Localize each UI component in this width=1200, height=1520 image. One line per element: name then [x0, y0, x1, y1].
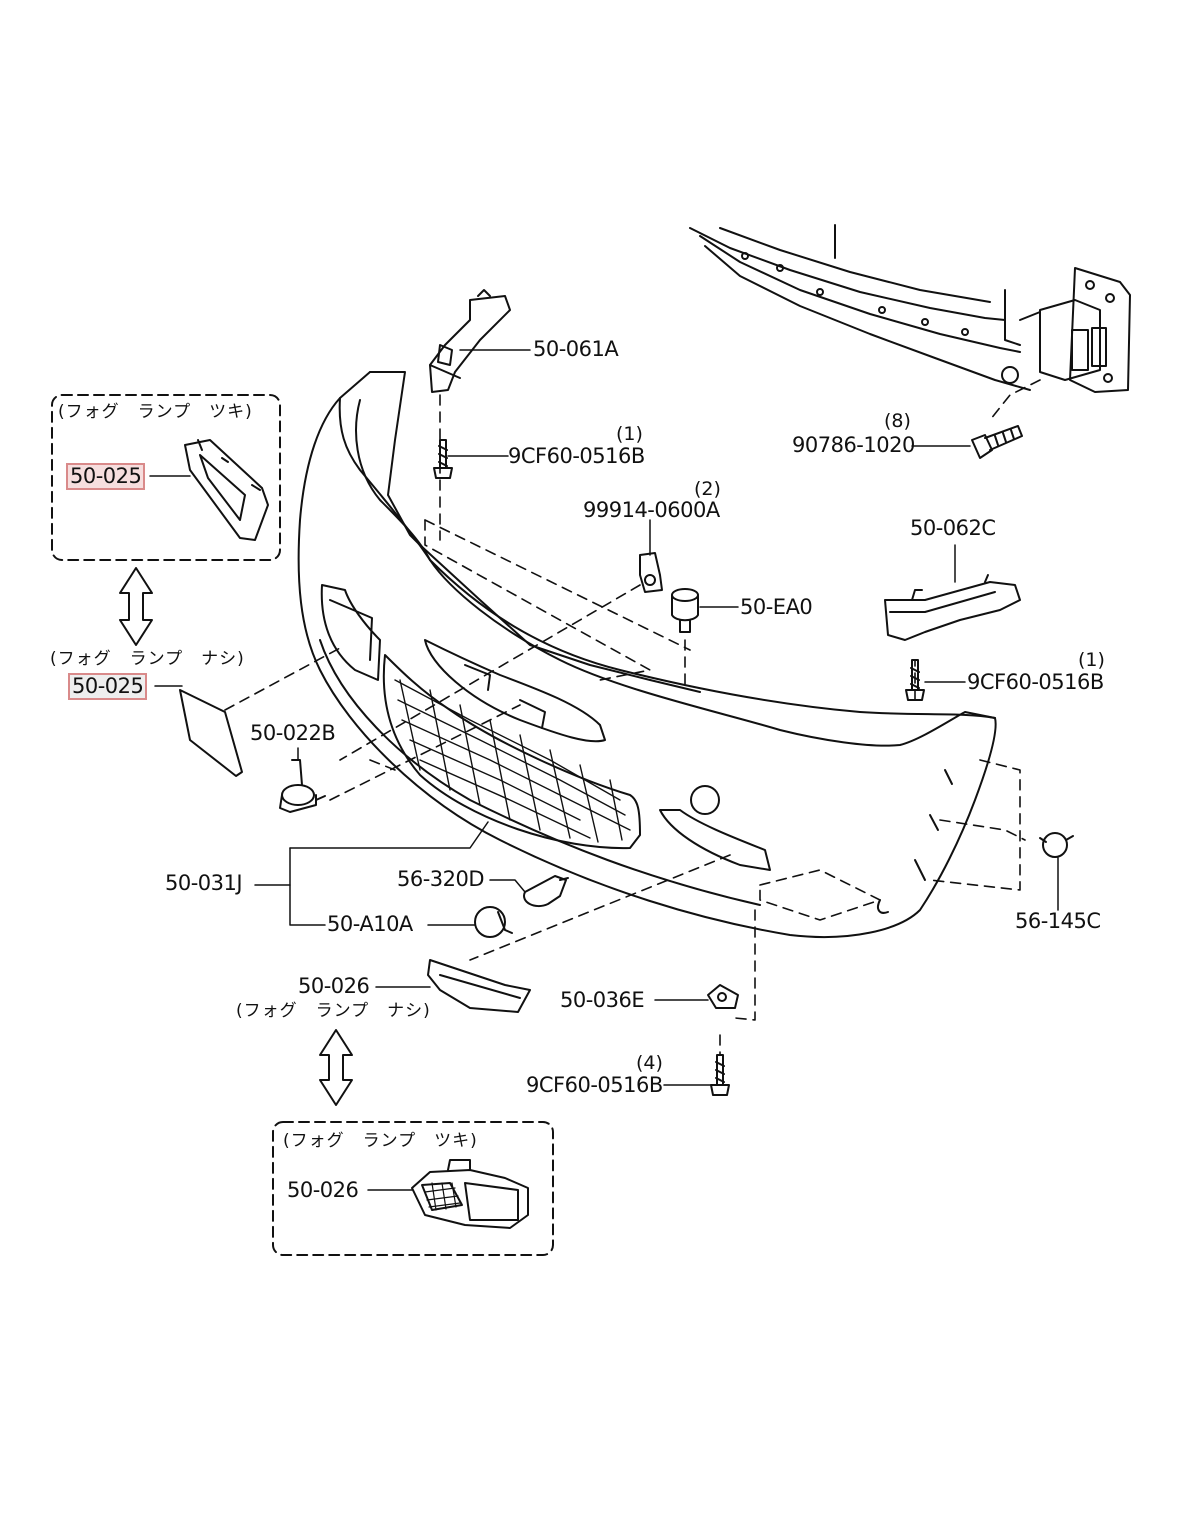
part-56-320D: 56-320D [397, 867, 485, 891]
part-50-061A: 50-061A [533, 337, 619, 361]
bumper-reinforcement [689, 224, 1131, 393]
fog-bezel-with-lamp-shape [184, 439, 269, 541]
part-50-A10A: 50-A10A [327, 912, 413, 936]
double-arrow-upper [119, 567, 153, 646]
part-50-062C: 50-062C [910, 516, 996, 540]
part-9CF60-right: 9CF60-0516B [967, 670, 1104, 694]
qty-8: (8) [884, 410, 911, 432]
part-50-EA0: 50-EA0 [740, 595, 813, 619]
part-90786: 90786-1020 [792, 433, 915, 457]
part-50-031J: 50-031J [165, 871, 243, 895]
qty-1-top: (1) [616, 423, 643, 445]
clip-50-022B-shape [279, 759, 326, 813]
bracket-50-062C-shape [884, 574, 1021, 641]
part-9CF60-bottom: 9CF60-0516B [526, 1073, 663, 1097]
part-9CF60-top: 9CF60-0516B [508, 444, 645, 468]
screw-right-shape [905, 659, 925, 701]
fog-blank-cover-lower-shape [427, 959, 531, 1013]
fog-lamp-with-note: (フォグ ランプ ツキ) [58, 402, 253, 422]
qty-2: (2) [694, 478, 721, 500]
part-50-026-b: 50-026 [287, 1178, 359, 1202]
screw-top-shape [433, 439, 453, 479]
qty-4: (4) [636, 1052, 663, 1074]
assembly-guide-lines [224, 379, 1041, 1056]
bolt-90786-shape [971, 425, 1023, 459]
fog-lamp-with-note-2: (フォグ ランプ ツキ) [283, 1131, 478, 1151]
bulb-56-320D-shape [523, 875, 569, 908]
part-50-025-highlight-b[interactable]: 50-025 [68, 673, 148, 700]
stopper-50-EA0-shape [671, 588, 699, 633]
leader-lines [149, 349, 1059, 1191]
qty-1-right: (1) [1078, 649, 1105, 671]
clip-99914-shape [639, 552, 663, 593]
part-50-025-highlight-a[interactable]: 50-025 [66, 463, 146, 490]
screw-bottom-shape [710, 1054, 730, 1096]
bracket-50-061A-shape [429, 289, 511, 393]
bumper-cover [297, 371, 997, 938]
part-50-022B: 50-022B [250, 721, 336, 745]
fog-lamp-without-note: (フォグ ランプ ナシ) [50, 649, 245, 669]
fog-bezel-lower-with-lamp-shape [411, 1159, 529, 1229]
side-clip-56-145C-shape [1039, 832, 1074, 858]
fog-blank-cover-shape [179, 689, 243, 777]
part-56-145C: 56-145C [1015, 909, 1101, 933]
part-50-026-a: 50-026 [298, 974, 370, 998]
cap-50-A10A-shape [474, 906, 513, 938]
part-50-036E: 50-036E [560, 988, 645, 1012]
fog-lamp-without-note-2: (フォグ ランプ ナシ) [236, 1001, 431, 1021]
double-arrow-lower [319, 1029, 353, 1106]
nut-50-036E-shape [707, 984, 739, 1009]
part-99914: 99914-0600A [583, 498, 720, 522]
callout-boxes [51, 394, 554, 1256]
